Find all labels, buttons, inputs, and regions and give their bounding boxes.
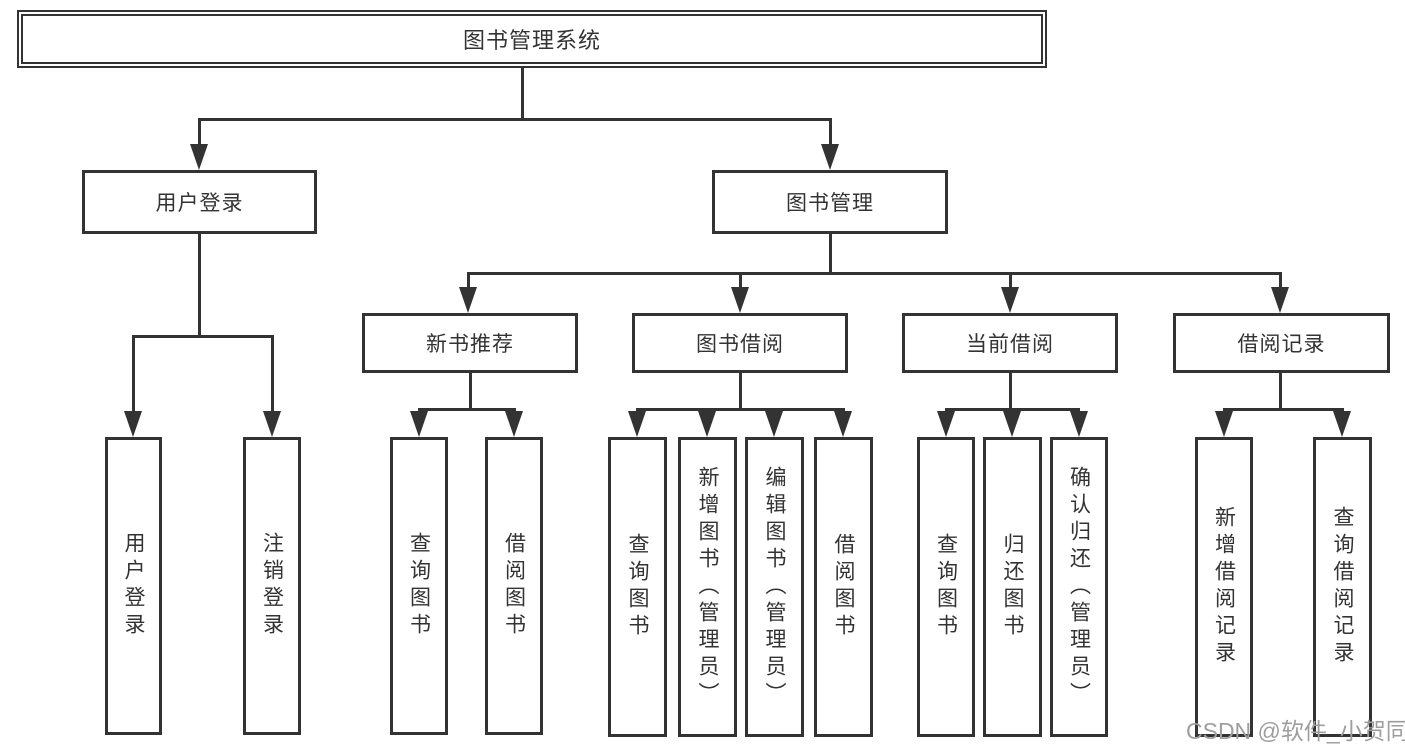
leaf-confirm-return-admin: 确认归还（管理员） [1050,437,1108,737]
leaf-add-borrow-record: 新增借阅记录 [1195,437,1253,737]
node-user-login: 用户登录 [82,170,317,234]
arrowhead [821,144,839,170]
connector-line [945,408,1080,411]
arrowhead [765,411,783,437]
arrowhead [937,411,955,437]
leaf-add-books-admin: 新增图书（管理员） [678,437,737,737]
leaf-borrow-books-1: 借阅图书 [485,437,543,735]
leaf-query-books-3: 查询图书 [917,437,975,737]
connector-line [198,118,201,146]
arrowhead [1070,411,1088,437]
arrowhead [124,411,142,437]
connector-line [521,66,524,120]
connector-line [739,373,742,411]
node-root-system: 图书管理系统 [17,10,1047,68]
connector-line [198,118,832,121]
arrowhead [834,411,852,437]
arrowhead [1333,411,1351,437]
leaf-edit-books-admin: 编辑图书（管理员） [745,437,804,737]
arrowhead [1271,287,1289,313]
leaf-return-books: 归还图书 [983,437,1042,737]
node-new-book-recommend: 新书推荐 [362,313,578,373]
leaf-query-books-1: 查询图书 [390,437,448,735]
connector-line [418,408,516,411]
connector-line [1009,373,1012,411]
connector-line [1279,373,1282,411]
arrowhead [263,411,281,437]
connector-line [739,272,742,290]
csdn-watermark: CSDN @软件_小贺同学 [1186,718,1405,744]
node-book-management: 图书管理 [712,170,948,234]
arrowhead [1003,411,1021,437]
connector-line [198,234,201,335]
arrowhead [1001,287,1019,313]
arrowhead [628,411,646,437]
leaf-logout: 注销登录 [243,437,301,735]
leaf-query-books-2: 查询图书 [608,437,667,737]
connector-line [469,373,472,411]
connector-line [1009,272,1012,290]
connector-line [132,335,274,338]
leaf-borrow-books-2: 借阅图书 [814,437,873,737]
node-book-borrow: 图书借阅 [632,313,848,373]
leaf-query-borrow-record: 查询借阅记录 [1313,437,1372,737]
arrowhead [505,411,523,437]
connector-line [829,234,832,275]
arrowhead [410,411,428,437]
connector-line [467,272,470,290]
connector-line [467,272,1282,275]
arrowhead [190,144,208,170]
arrowhead [698,411,716,437]
arrowhead [1215,411,1233,437]
connector-line [1279,272,1282,290]
connector-line [271,335,274,413]
node-current-borrow: 当前借阅 [902,313,1118,373]
connector-line [132,335,135,413]
connector-line [1223,408,1344,411]
arrowhead [731,287,749,313]
leaf-user-login: 用户登录 [105,437,162,735]
node-borrow-records: 借阅记录 [1173,313,1390,373]
arrowhead [459,287,477,313]
connector-line [636,408,845,411]
connector-line [829,118,832,146]
